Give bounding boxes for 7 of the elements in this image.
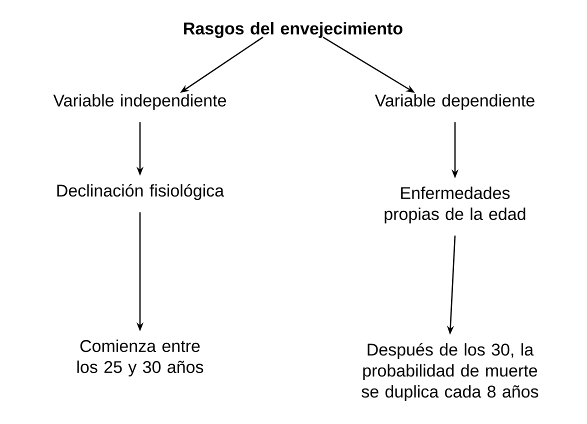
node-text: Declinación fisiológica [57,184,224,200]
node-text: Después de los 30, la probabilidad de muerte se duplica cada 8 años [362,342,538,402]
node-text: Variable independiente [53,94,226,110]
node-text: Enfermedades propias de la edad [384,186,526,224]
title-text: Rasgos del envejecimiento [184,22,402,38]
node-text: Variable dependiente [374,94,534,110]
node-text: Comienza entre los 25 y 30 años [77,340,204,376]
